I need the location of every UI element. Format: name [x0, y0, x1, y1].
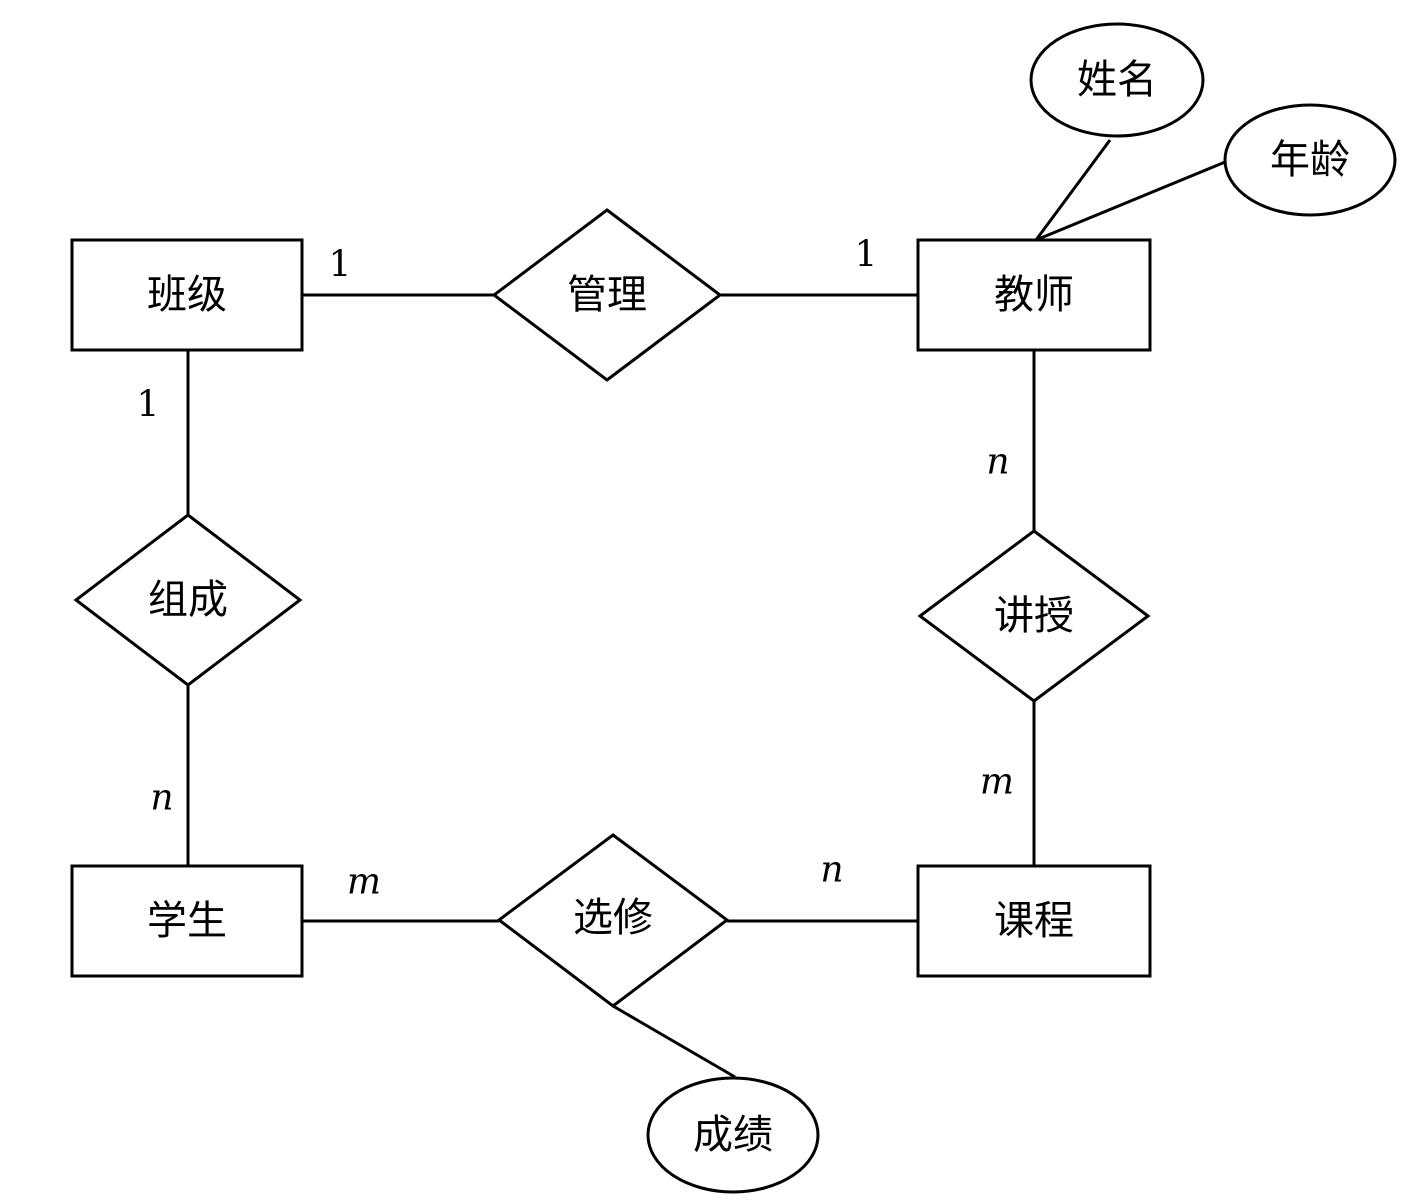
- entity-student-label: 学生: [147, 898, 227, 944]
- attribute-name-label: 姓名: [1077, 57, 1157, 103]
- cardinality-class-manage: 1: [329, 245, 352, 286]
- edge-teacher-name: [1034, 139, 1112, 241]
- entity-course: 课程: [916, 864, 1152, 978]
- attribute-age: 年龄: [1223, 103, 1397, 217]
- cardinality-student-enroll: m: [347, 862, 381, 903]
- relationship-manage-label: 管理: [567, 272, 647, 318]
- relationship-teach-label: 讲授: [994, 593, 1074, 639]
- entity-student: 学生: [70, 864, 304, 978]
- entity-teacher-label: 教师: [994, 272, 1074, 318]
- attribute-grade-label: 成绩: [693, 1112, 773, 1158]
- entity-class: 班级: [70, 238, 304, 352]
- entity-course-label: 课程: [994, 898, 1074, 944]
- cardinality-class-compose: 1: [137, 385, 160, 426]
- entity-class-label: 班级: [147, 272, 227, 318]
- relationship-teach: 讲授: [917, 529, 1151, 703]
- cardinality-course-teach: m: [980, 762, 1014, 803]
- cardinality-course-enroll: n: [820, 850, 843, 891]
- entity-teacher: 教师: [916, 238, 1152, 352]
- cardinality-teacher-manage: 1: [855, 235, 878, 276]
- relationship-enroll: 选修: [496, 833, 730, 1008]
- relationship-compose-label: 组成: [148, 577, 228, 623]
- attribute-age-label: 年龄: [1270, 137, 1350, 183]
- edge-teacher-age: [1035, 158, 1231, 242]
- cardinality-teacher-teach: n: [986, 442, 1009, 483]
- edge-enroll-grade: [612, 1004, 736, 1079]
- cardinality-student-compose: n: [150, 778, 173, 819]
- relationship-manage: 管理: [491, 208, 723, 382]
- relationship-enroll-label: 选修: [573, 895, 653, 941]
- attribute-name: 姓名: [1029, 22, 1205, 138]
- relationship-compose: 组成: [73, 513, 303, 687]
- attribute-grade: 成绩: [646, 1076, 820, 1194]
